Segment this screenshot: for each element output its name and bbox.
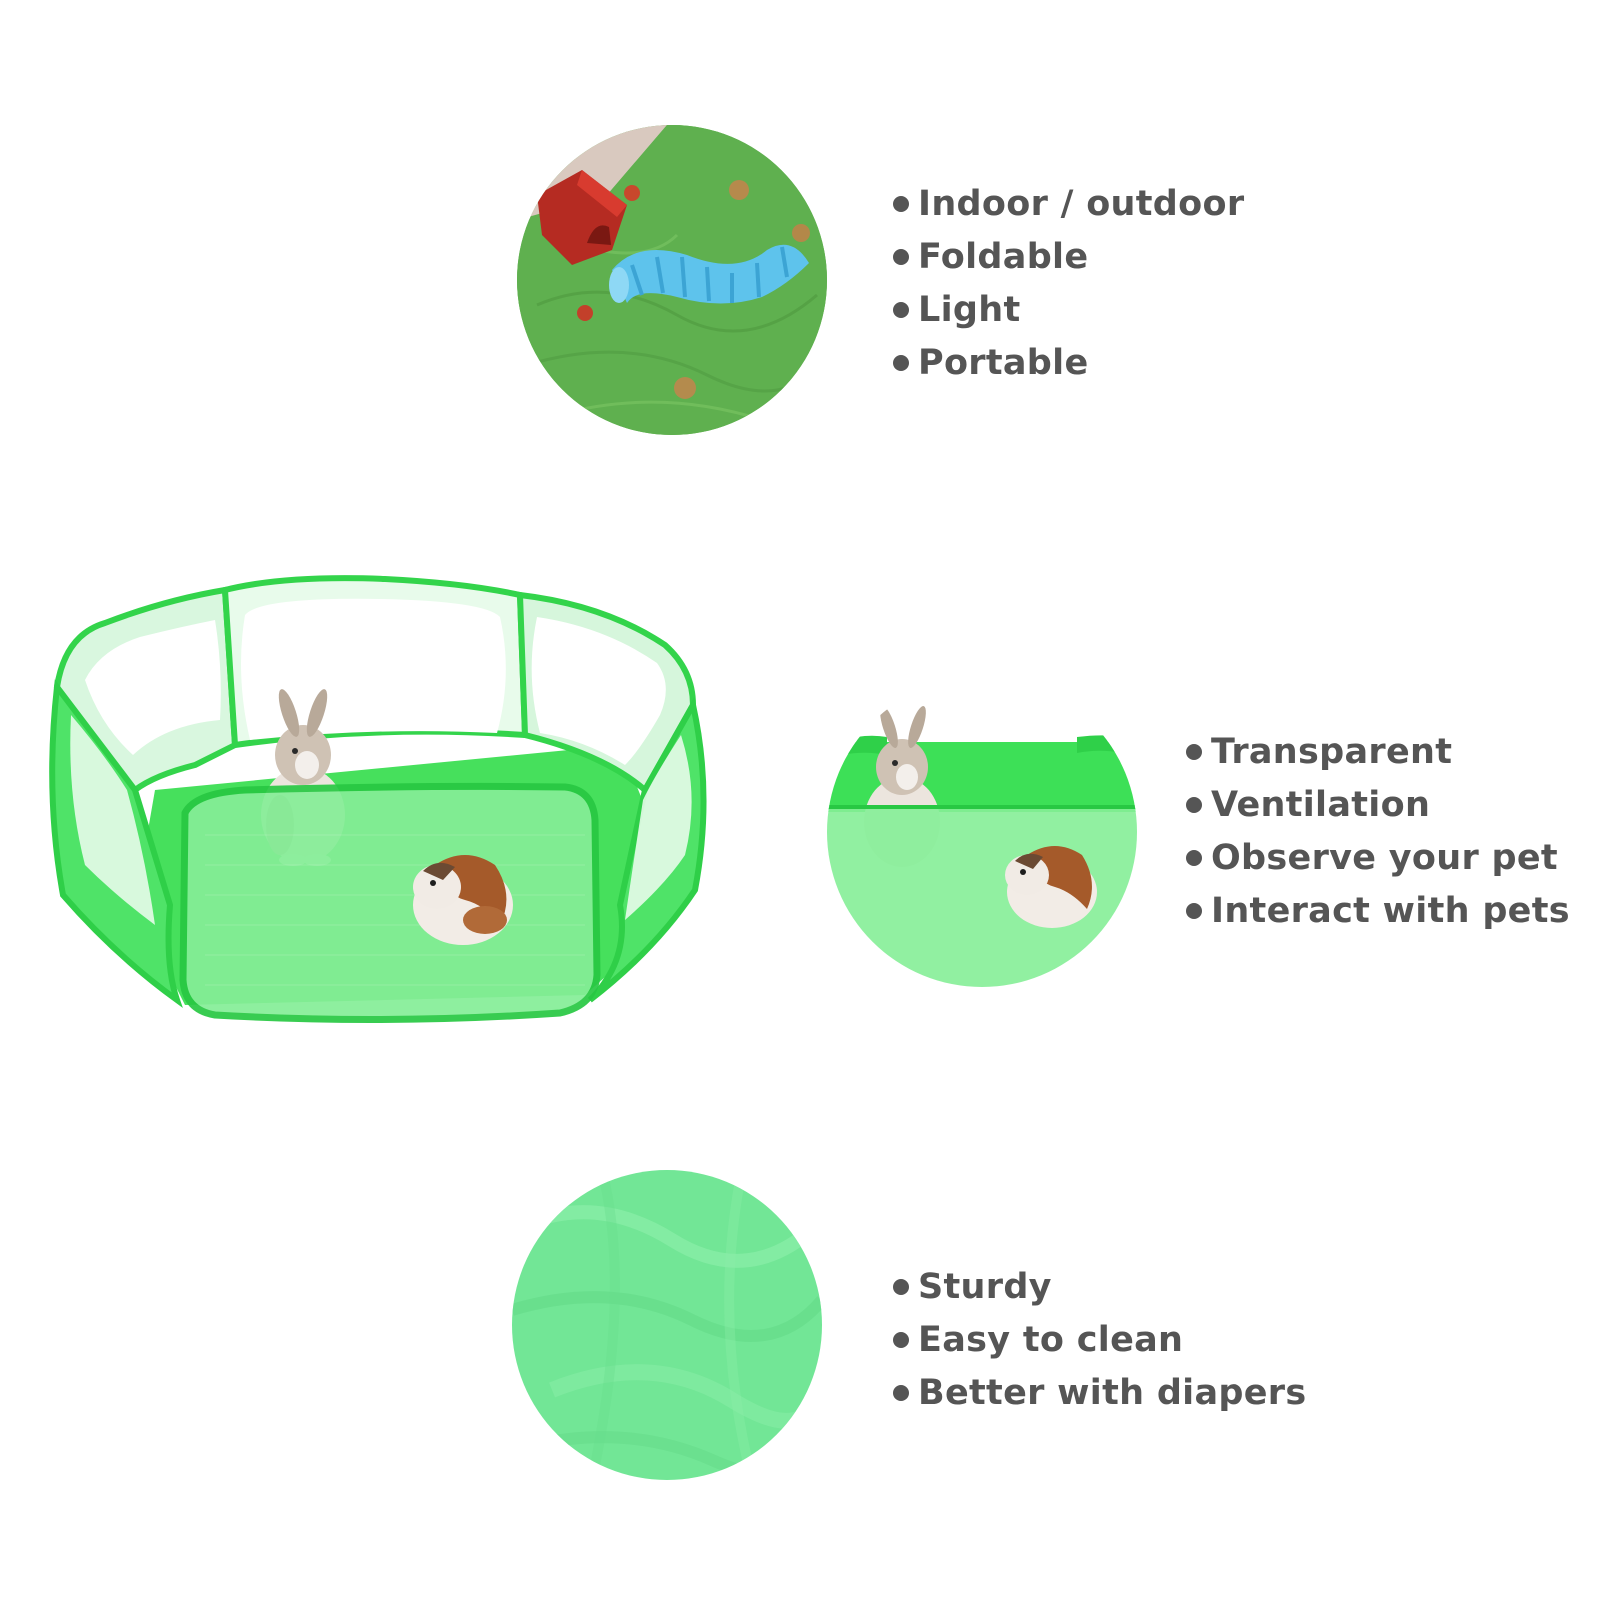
feature-item: Interact with pets [1186,884,1570,937]
feature-label: Easy to clean [918,1319,1184,1360]
toy-icon [624,185,640,201]
bullet-icon [1186,743,1202,760]
feature-item: Foldable [893,230,1244,283]
playpen-product-image [45,575,725,1055]
feature-item: Sturdy [893,1260,1306,1313]
feature-label: Ventilation [1211,784,1431,825]
blue-tunnel-icon [609,244,809,304]
feature-label: Portable [918,342,1089,383]
guinea-pig-icon [413,855,513,945]
fabric-closeup-image [512,1170,822,1480]
bullet-icon [893,301,909,318]
bullet-icon [1186,849,1202,866]
feature-label: Indoor / outdoor [918,183,1245,224]
bullet-icon [1186,796,1202,813]
play-mat-image [517,125,827,435]
bullet-icon [893,1384,909,1401]
feature-label: Observe your pet [1211,837,1558,878]
feature-item: Observe your pet [1186,831,1570,884]
red-hideout-icon [537,170,627,265]
feature-label: Better with diapers [918,1372,1307,1413]
bullet-icon [893,1278,909,1295]
feature-item: Transparent [1186,725,1570,778]
feature-item: Easy to clean [893,1313,1306,1366]
toy-icon [577,305,593,321]
bullet-icon [893,354,909,371]
feature-item: Portable [893,336,1244,389]
transparent-mesh-image [827,677,1137,987]
feature-item: Indoor / outdoor [893,177,1244,230]
woven-ball-icon [792,224,810,242]
woven-ball-icon [674,377,696,399]
feature-item: Better with diapers [893,1366,1306,1419]
feature-list-durability: Sturdy Easy to clean Better with diapers [893,1260,1306,1419]
feature-item: Light [893,283,1244,336]
bullet-icon [1186,902,1202,919]
feature-label: Foldable [918,236,1089,277]
feature-label: Sturdy [918,1266,1052,1307]
bullet-icon [893,195,909,212]
feature-item: Ventilation [1186,778,1570,831]
feature-list-visibility: Transparent Ventilation Observe your pet… [1186,725,1570,937]
bullet-icon [893,248,909,265]
feature-label: Light [918,289,1021,330]
woven-ball-icon [729,180,749,200]
feature-label: Transparent [1211,731,1453,772]
feature-label: Interact with pets [1211,890,1570,931]
guinea-pig-icon [1005,846,1097,928]
feature-list-portability: Indoor / outdoor Foldable Light Portable [893,177,1244,389]
bullet-icon [893,1331,909,1348]
